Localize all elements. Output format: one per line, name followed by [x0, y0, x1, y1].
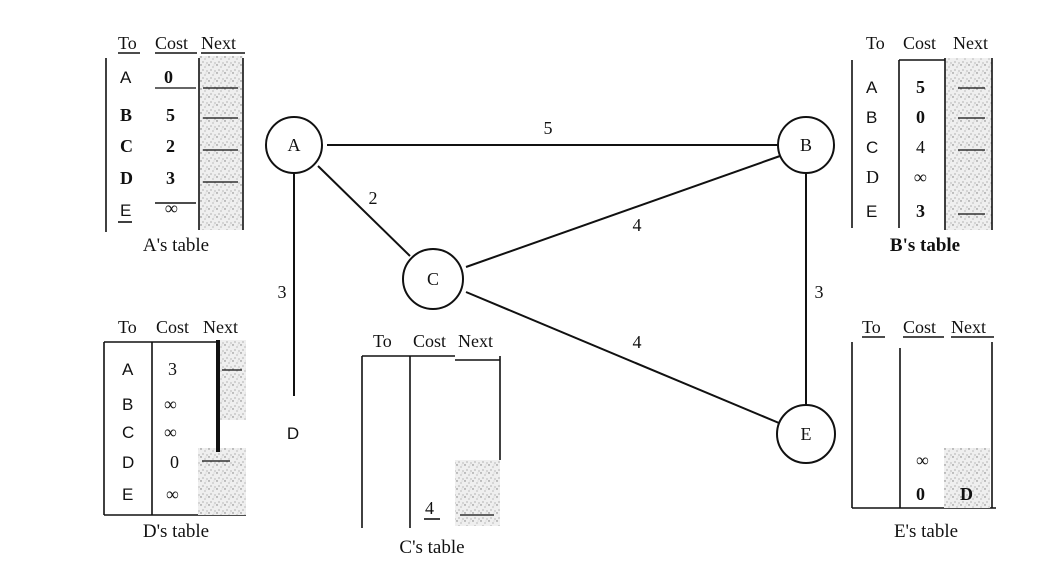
b-table-header-cost: Cost: [903, 33, 936, 53]
c-table-header-next: Next: [458, 331, 493, 351]
a-row-5-cost: ∞: [165, 198, 178, 218]
a-row-1-to: A: [120, 68, 132, 87]
a-row-4-to: D: [120, 168, 133, 188]
edge-a-c: [317, 165, 411, 257]
c-table-header-to: To: [373, 331, 392, 351]
b-table-header-to: To: [866, 33, 885, 53]
node-e-label: E: [801, 424, 812, 444]
graph-edges: [293, 144, 807, 424]
b-row-2-cost: 0: [916, 107, 925, 127]
b-row-2-to: B: [866, 108, 877, 127]
d-table: To Cost Next A 3 B ∞ C ∞ D 0 E ∞ D's tab…: [103, 317, 246, 542]
c-table-caption: C's table: [399, 537, 464, 558]
edge-weights: 5 2 3 4 4 3: [278, 118, 824, 352]
b-table-header-next: Next: [953, 33, 988, 53]
d-table-header-next: Next: [203, 317, 238, 337]
node-c: C: [402, 248, 464, 310]
d-row-4-cost: 0: [170, 452, 179, 472]
a-row-3-to: C: [120, 136, 133, 156]
weight-a-b: 5: [544, 118, 553, 138]
a-row-5-to: E: [120, 201, 131, 220]
a-row-2-to: B: [120, 105, 132, 125]
a-table-header-cost: Cost: [155, 33, 188, 53]
node-a-label: A: [288, 135, 301, 155]
b-table-caption: B's table: [890, 235, 960, 256]
weight-a-d: 3: [278, 282, 287, 302]
node-c-label: C: [427, 269, 439, 289]
node-b: B: [777, 116, 835, 174]
d-row-3-cost: ∞: [164, 422, 177, 442]
b-row-5-to: E: [866, 202, 877, 221]
d-row-1-to: A: [122, 360, 134, 379]
e-table-caption: E's table: [894, 521, 958, 542]
d-row-2-cost: ∞: [164, 394, 177, 414]
e-table-next-column: [944, 448, 990, 508]
weight-c-b: 4: [633, 215, 642, 235]
c-table-next-column: [455, 460, 500, 526]
a-row-2-cost: 5: [166, 105, 175, 125]
c-table-header-cost: Cost: [413, 331, 446, 351]
a-table: To Cost Next A 0 B 5 C 2 D 3 E ∞ A's tab…: [105, 33, 245, 256]
b-row-1-cost: 5: [916, 77, 925, 97]
e-table: To Cost Next ∞ 0 D E's table: [851, 317, 996, 542]
a-row-4-cost: 3: [166, 168, 175, 188]
d-row-5-to: E: [122, 485, 133, 504]
a-row-3-cost: 2: [166, 136, 175, 156]
d-row-1-cost: 3: [168, 359, 177, 379]
d-row-2-to: B: [122, 395, 133, 414]
d-row-3-to: C: [122, 423, 134, 442]
node-b-label: B: [800, 135, 812, 155]
c-visible-cost: 4: [425, 498, 434, 518]
b-row-4-to: D: [866, 167, 879, 187]
b-row-5-cost: 3: [916, 201, 925, 221]
b-table-next-column: [945, 58, 992, 230]
a-table-header-next: Next: [201, 33, 236, 53]
node-a: A: [265, 116, 323, 174]
edge-c-e: [465, 291, 780, 424]
e-next-2: D: [960, 484, 973, 504]
d-row-5-cost: ∞: [166, 484, 179, 504]
b-row-4-cost: ∞: [914, 167, 927, 187]
d-table-header-to: To: [118, 317, 137, 337]
e-table-header-to: To: [862, 317, 881, 337]
b-row-1-to: A: [866, 78, 878, 97]
d-table-caption: D's table: [143, 521, 209, 542]
a-table-next-column: [199, 56, 243, 230]
weight-a-c: 2: [369, 188, 378, 208]
e-table-header-next: Next: [951, 317, 986, 337]
b-table: To Cost Next A 5 B 0 C 4 D ∞ E 3 B's tab…: [851, 33, 993, 256]
weight-c-e: 4: [633, 332, 642, 352]
e-table-header-cost: Cost: [903, 317, 936, 337]
node-e: E: [776, 404, 836, 464]
d-row-4-to: D: [122, 453, 134, 472]
c-table: To Cost Next 4 C's table: [361, 331, 501, 558]
e-cost-2: 0: [916, 484, 925, 504]
d-table-header-cost: Cost: [156, 317, 189, 337]
a-table-caption: A's table: [143, 235, 209, 256]
a-row-1-cost: 0: [164, 67, 173, 87]
e-cost-1: ∞: [916, 450, 929, 470]
edge-c-b: [465, 155, 781, 268]
b-row-3-to: C: [866, 138, 878, 157]
weight-b-e: 3: [815, 282, 824, 302]
node-d-label: D: [287, 424, 299, 443]
d-table-next-lower: [198, 448, 246, 515]
d-table-next-upper: [218, 340, 246, 420]
b-row-3-cost: 4: [916, 137, 925, 157]
a-table-header-to: To: [118, 33, 137, 53]
